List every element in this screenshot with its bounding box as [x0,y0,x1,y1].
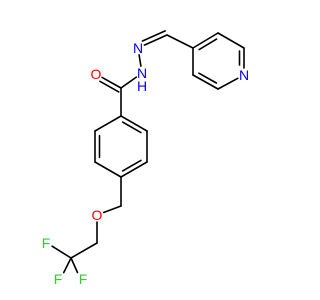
carbonyl-bond-c_co-o_co-second [99,80,120,93]
bond-lines [51,30,245,274]
atom-label-o-carbonyl: O [91,66,102,82]
atom-label-f3: F [79,271,88,287]
ether-bond-ch2-o_eth [102,205,122,214]
pyridine-bond-pc5-pc6-inner [198,72,218,84]
atom-label-o-ether: O [92,207,103,223]
pyridine-bond-pc1-pc2-inner [198,38,218,51]
vinyl-bond-c_ald-pc1 [166,34,194,49]
n-n-bond-n_im-n_am [138,54,142,67]
ring-bond-c6-c1-inner [121,121,142,134]
atom-label-h-amide: H [137,78,147,94]
pyridine-bond-pc1-pc2 [192,32,219,49]
alkyl-bond-c_ch2b-cf3 [70,242,98,259]
imine-bond-c_ald-n_im-second [141,30,166,42]
pyridine-bond-pc2-pc3 [217,32,245,49]
ring-bond-c3-c4 [94,161,122,178]
amide-bond-n_am-c_co [120,76,138,89]
cf-bond-cf3-f2 [62,257,72,274]
atom-label-f1: F [42,235,51,251]
imine-bond-c_ald-n_im [143,34,168,46]
cf-bond-cf3-f1 [51,245,72,259]
pyridine-bond-pn-pc5 [217,77,239,90]
atom-label-n-amide: N [137,65,147,81]
pyridine-bond-pc5-pc6 [192,74,219,90]
atom-label-n-pyridine: N [239,67,249,83]
carbonyl-bond-c_co-o_co [101,76,122,89]
cf-bond-cf3-f3 [70,257,79,274]
atom-label-f2: F [54,271,63,287]
atom-label-n-imine: N [133,40,143,56]
ring-bond-c6-c1 [120,115,148,132]
ring-bond-c4-c5-inner [121,159,142,172]
ring-bond-c4-c5 [120,161,148,178]
ring-bond-c1-c2 [94,115,122,132]
